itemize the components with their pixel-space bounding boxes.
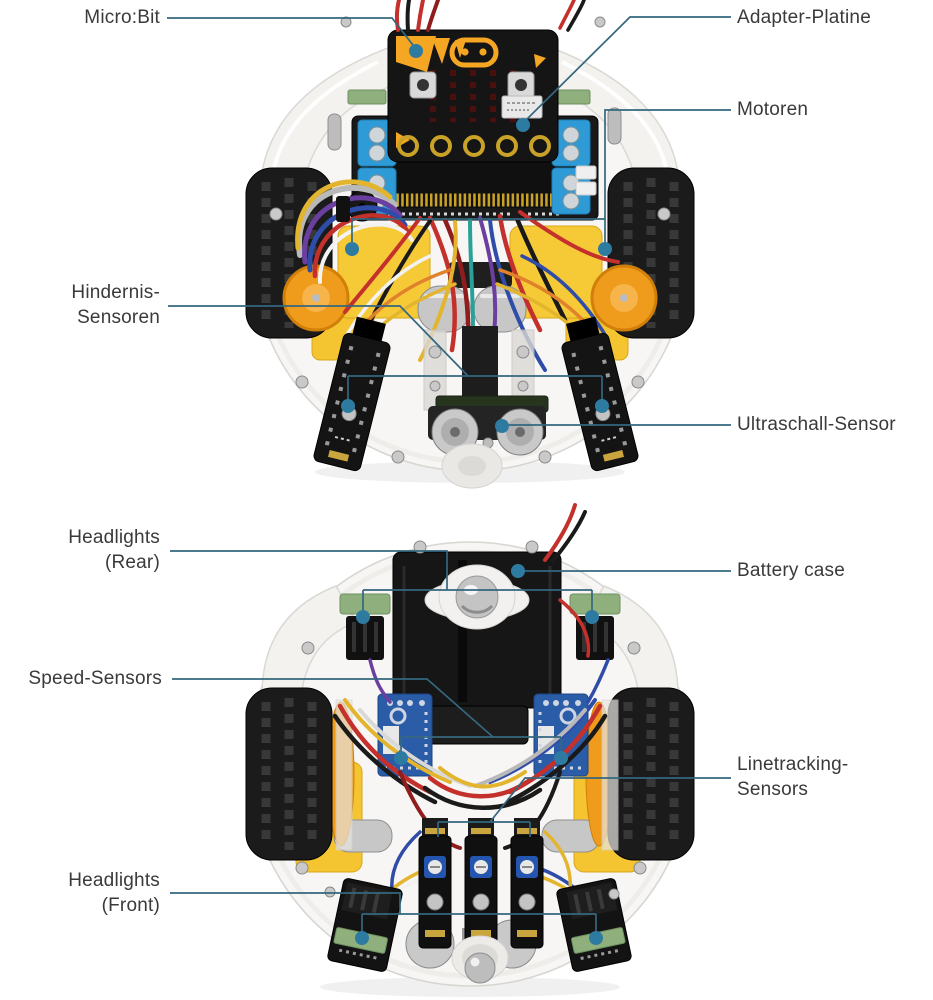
label-ultraschall-sensor: Ultraschall-Sensor xyxy=(737,412,896,437)
linetracking-sensor-3 xyxy=(510,818,544,949)
leader-headlights-front xyxy=(170,892,597,936)
leader-headlights-rear xyxy=(170,550,593,615)
dot-headlight-rear-right xyxy=(585,610,599,624)
linetracking-sensor-2 xyxy=(464,818,498,949)
dot-obstacle-right xyxy=(595,399,609,413)
label-adapter-platine: Adapter-Platine xyxy=(737,5,871,30)
top-chassis-screws xyxy=(269,207,671,464)
dot-headlight-front-right xyxy=(589,931,603,945)
label-battery-case-text: Battery case xyxy=(737,560,846,581)
label-linetracking-line2: Sensors xyxy=(737,779,809,800)
label-headlights-front: Headlights (Front) xyxy=(30,868,160,918)
front-light-strips xyxy=(327,16,622,151)
label-speed-sensors-text: Speed-Sensors xyxy=(28,668,162,689)
dot-ultrasonic xyxy=(495,419,509,433)
label-hindernis-line1: Hindernis- xyxy=(71,282,160,303)
bottom-view-robot xyxy=(245,503,695,997)
top-view-robot xyxy=(245,0,695,489)
caster-ball-top xyxy=(413,540,539,630)
label-hindernis-line2: Sensoren xyxy=(77,307,160,328)
linetracking-sensor-1 xyxy=(418,818,452,949)
dot-headlight-front-left xyxy=(355,931,369,945)
label-micro-bit: Micro:Bit xyxy=(30,5,160,30)
label-headlights-front-line1: Headlights xyxy=(68,870,160,891)
caster-ball-bottom xyxy=(451,935,509,984)
label-linetracking-line1: Linetracking- xyxy=(737,754,849,775)
ultrasonic-sensor xyxy=(428,395,549,456)
dot-battery xyxy=(511,564,525,578)
leader-speed xyxy=(172,678,562,757)
label-headlights-rear-line1: Headlights xyxy=(68,527,160,548)
leader-dots xyxy=(341,44,612,945)
label-headlights-rear-line2: (Rear) xyxy=(104,552,160,573)
microbit-face-logo xyxy=(449,37,499,68)
label-battery-case: Battery case xyxy=(737,558,845,583)
leader-micro-bit xyxy=(167,17,417,50)
sensor-mount-rails xyxy=(423,326,535,411)
leader-adapter xyxy=(522,16,731,124)
caster-through-plate xyxy=(441,443,503,489)
dot-obstacle-left xyxy=(341,399,355,413)
label-linetracking-sensors: Linetracking- Sensors xyxy=(737,752,848,802)
label-hindernis-sensoren: Hindernis- Sensoren xyxy=(30,280,160,330)
leader-motoren xyxy=(351,109,731,248)
leader-linetracking xyxy=(437,777,731,837)
front-headlight-right xyxy=(556,878,632,972)
label-ultraschall-text: Ultraschall-Sensor xyxy=(737,414,896,435)
right-wheel xyxy=(590,167,695,339)
dot-headlight-rear-left xyxy=(356,610,370,624)
microbit-board xyxy=(387,29,559,163)
dot-motor-right xyxy=(598,242,612,256)
microbit-gold-pads xyxy=(397,135,551,157)
label-headlights-front-line2: (Front) xyxy=(101,895,160,916)
label-micro-bit-text: Micro:Bit xyxy=(84,7,160,28)
rear-headlight-left xyxy=(339,593,391,660)
leader-hindernis xyxy=(168,305,603,404)
leader-lines xyxy=(167,16,731,936)
label-adapter-platine-text: Adapter-Platine xyxy=(737,7,871,28)
dot-motor-left xyxy=(345,242,359,256)
label-motoren: Motoren xyxy=(737,97,808,122)
label-headlights-rear: Headlights (Rear) xyxy=(30,525,160,575)
dot-speed-right xyxy=(554,751,568,765)
dot-micro-bit xyxy=(409,44,423,58)
label-speed-sensors: Speed-Sensors xyxy=(22,666,162,691)
bottom-chassis-screws xyxy=(295,641,647,900)
bottom-robot-shadow xyxy=(320,977,620,997)
dot-speed-left xyxy=(394,751,408,765)
label-motoren-text: Motoren xyxy=(737,99,809,120)
rear-headlight-right xyxy=(569,593,621,660)
dot-adapter xyxy=(516,118,530,132)
